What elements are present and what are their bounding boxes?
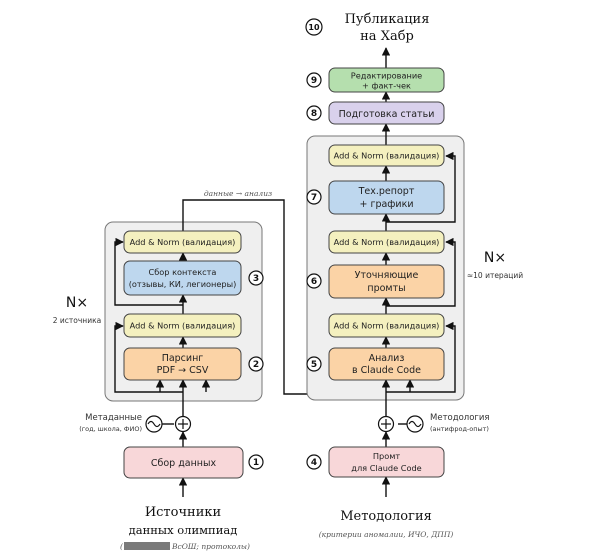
top-title-line2: на Хабр <box>360 29 414 44</box>
addnorm-lower-left: Add & Norm (валидация) <box>123 313 242 338</box>
addnorm-right-2: Add & Norm (валидация) <box>328 230 445 254</box>
step-badge-6: 6 <box>306 273 322 289</box>
svg-text:+ факт-чек: + факт-чек <box>362 81 411 91</box>
step-badge-4: 4 <box>306 454 322 470</box>
step-badge-1: 1 <box>248 454 264 470</box>
svg-text:Add & Norm (валидация): Add & Norm (валидация) <box>334 237 440 247</box>
svg-text:(отзывы, КИ, легионеры): (отзывы, КИ, легионеры) <box>129 279 237 289</box>
svg-text:Редактирование: Редактирование <box>351 71 422 81</box>
parse-box: Парсинг PDF → CSV <box>123 347 242 381</box>
meta-label: Метаданные <box>85 413 142 423</box>
right-nx-label: N× <box>484 250 506 266</box>
svg-text:Уточняющие: Уточняющие <box>355 270 419 281</box>
svg-text:Add & Norm (валидация): Add & Norm (валидация) <box>130 321 236 331</box>
addnorm-right-1: Add & Norm (валидация) <box>328 313 445 338</box>
addnorm-upper-left: Add & Norm (валидация) <box>123 230 242 254</box>
svg-text:ВсОШ; протоколы): ВсОШ; протоколы) <box>171 542 250 551</box>
redaction-bar <box>124 542 170 550</box>
svg-text:(: ( <box>120 542 124 551</box>
svg-text:8: 8 <box>311 109 317 119</box>
svg-text:6: 6 <box>311 277 317 287</box>
analysis-box: Анализ в Claude Code <box>328 347 445 381</box>
step-badge-3: 3 <box>248 270 264 286</box>
svg-text:в Claude Code: в Claude Code <box>352 365 421 376</box>
top-title-line1: Публикация <box>345 12 430 27</box>
svg-text:4: 4 <box>311 458 317 468</box>
svg-text:Анализ: Анализ <box>369 353 405 364</box>
step-badge-8: 8 <box>306 105 322 121</box>
svg-text:PDF → CSV: PDF → CSV <box>157 365 209 376</box>
addnorm-right-3: Add & Norm (валидация) <box>328 144 445 167</box>
left-caption-line1: Источники <box>145 505 221 520</box>
svg-text:Сбор данных: Сбор данных <box>151 458 217 469</box>
left-nx-sub: 2 источника <box>53 316 101 325</box>
svg-text:Сбор контекста: Сбор контекста <box>149 267 217 277</box>
svg-text:3: 3 <box>253 274 259 284</box>
svg-text:Тех.репорт: Тех.репорт <box>358 186 415 197</box>
right-add-icon <box>377 415 395 433</box>
edit-factcheck-box: Редактирование + факт-чек <box>328 67 445 93</box>
left-wave-icon <box>145 415 163 433</box>
svg-text:9: 9 <box>311 76 317 86</box>
left-caption-line2: данных олимпиад <box>129 523 238 537</box>
svg-text:7: 7 <box>311 193 317 203</box>
right-caption: Методология <box>340 509 432 524</box>
step-badge-9: 9 <box>306 72 322 88</box>
svg-text:Промт: Промт <box>373 451 401 461</box>
article-prep-box: Подготовка статьи <box>328 101 445 125</box>
meta-sub: (год, школа, ФИО) <box>79 425 142 433</box>
svg-text:2: 2 <box>253 360 259 370</box>
svg-text:Парсинг: Парсинг <box>162 353 204 364</box>
svg-text:промты: промты <box>367 283 405 294</box>
context-box: Сбор контекста (отзывы, КИ, легионеры) <box>123 260 242 296</box>
step-badge-5: 5 <box>306 356 322 372</box>
left-add-icon <box>174 415 192 433</box>
svg-text:для Claude Code: для Claude Code <box>351 463 421 473</box>
right-footnote: (критерии аномалии, ИЧО, ДПП) <box>319 530 454 539</box>
refine-box: Уточняющие промты <box>328 264 445 299</box>
svg-text:Add & Norm (валидация): Add & Norm (валидация) <box>334 151 440 161</box>
svg-text:Add & Norm (валидация): Add & Norm (валидация) <box>334 321 440 331</box>
svg-text:Подготовка статьи: Подготовка статьи <box>339 109 435 120</box>
svg-text:5: 5 <box>311 360 317 370</box>
left-nx-label: N× <box>66 295 88 311</box>
left-footnote: ( ВсОШ; протоколы) <box>120 542 250 551</box>
svg-text:Add & Norm (валидация): Add & Norm (валидация) <box>130 237 236 247</box>
method-sub: (антифрод-опыт) <box>430 425 489 433</box>
step-badge-7: 7 <box>306 189 322 205</box>
link-note: данные → анализ <box>204 189 272 198</box>
prompt-box: Промт для Claude Code <box>328 446 445 478</box>
step-badge-2: 2 <box>248 356 264 372</box>
right-wave-icon <box>406 415 424 433</box>
collect-data-box: Сбор данных <box>123 446 244 479</box>
svg-text:+ графики: + графики <box>359 199 413 210</box>
right-nx-sub: ≈10 итераций <box>467 271 523 280</box>
report-box: Тех.репорт + графики <box>328 180 445 215</box>
svg-text:1: 1 <box>253 458 259 468</box>
method-label: Методология <box>430 413 490 423</box>
svg-text:10: 10 <box>308 23 320 32</box>
step-badge-10: 10 <box>305 18 323 36</box>
